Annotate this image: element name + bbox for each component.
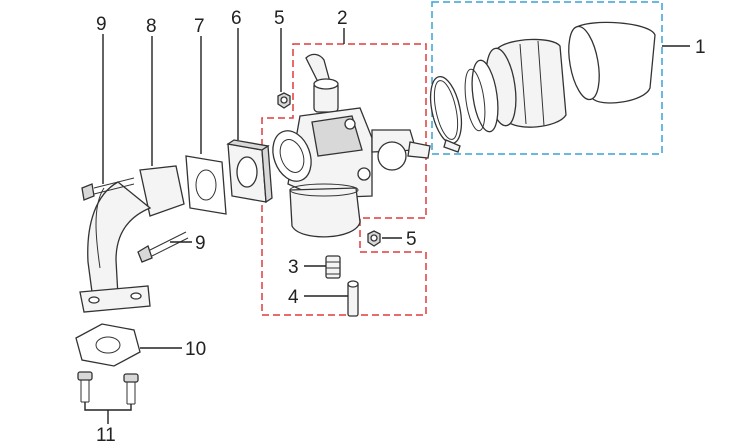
callout-5-upper: 5 <box>274 8 285 29</box>
spacer-drawing <box>226 139 273 204</box>
carburetor-drawing <box>272 53 431 238</box>
nut-lower-drawing <box>367 230 381 247</box>
bolts-bottom-drawing <box>77 371 139 405</box>
callout-10: 10 <box>185 339 206 360</box>
callout-3: 3 <box>288 257 299 278</box>
callout-5-lower: 5 <box>406 229 417 250</box>
callout-6: 6 <box>231 8 242 29</box>
callout-7: 7 <box>194 16 205 37</box>
bolt-lower-drawing <box>137 231 189 263</box>
jet-drawing <box>325 255 341 279</box>
callout-11: 11 <box>96 425 116 445</box>
air-filter-drawing <box>429 21 656 153</box>
intake-manifold-drawing <box>79 165 185 313</box>
callout-9-lower: 9 <box>195 233 206 254</box>
callout-8: 8 <box>146 16 157 37</box>
nut-upper-drawing <box>277 92 291 109</box>
callout-9-upper: 9 <box>96 14 107 35</box>
pin-drawing <box>347 280 359 317</box>
callout-2: 2 <box>337 8 348 29</box>
callout-4: 4 <box>288 287 299 308</box>
leader-11 <box>84 402 132 424</box>
carburetor-group-outline <box>261 43 427 316</box>
bolt-upper-drawing <box>81 177 135 201</box>
gasket-drawing <box>185 155 227 215</box>
callout-1: 1 <box>695 37 706 58</box>
flange-gasket-drawing <box>75 323 141 367</box>
